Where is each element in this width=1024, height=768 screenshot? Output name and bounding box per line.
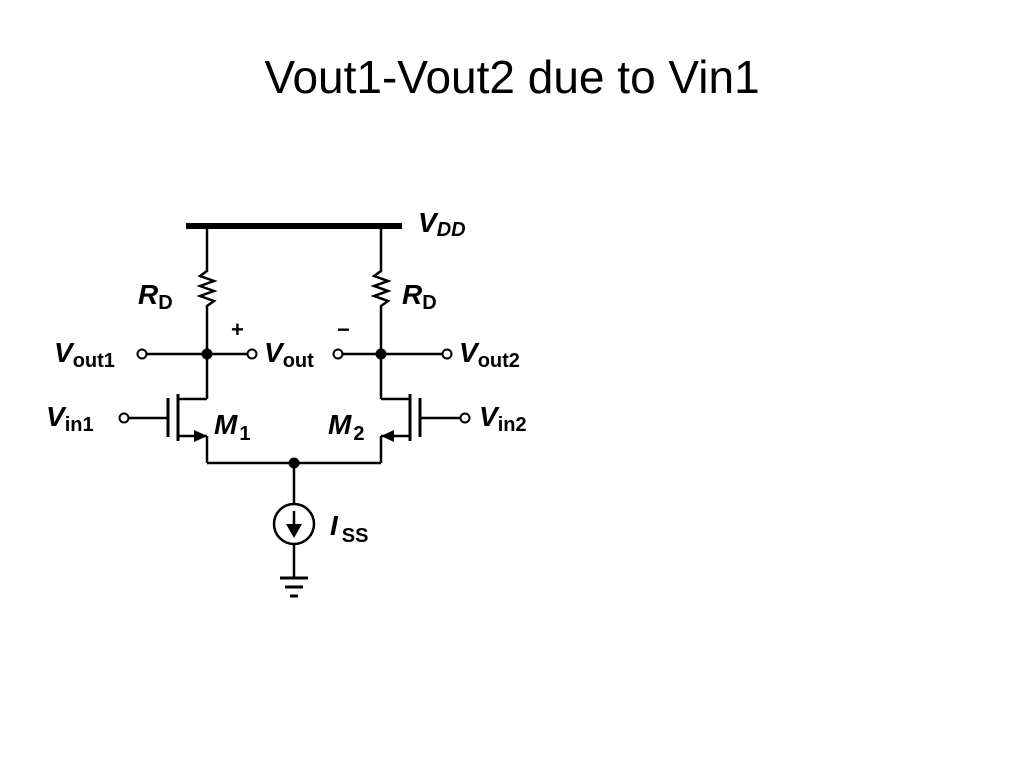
vin2-label: Vin2 (479, 401, 527, 436)
right-rd-resistor (370, 266, 392, 310)
slide-title: Vout1-Vout2 due to Vin1 (264, 51, 760, 103)
plus-sign: + (231, 317, 244, 342)
vdd-label: VDD (418, 207, 466, 241)
vout-label: Vout (264, 337, 314, 372)
left-output-node (201, 348, 213, 360)
rd-left-label: RD (138, 279, 173, 314)
vout2-label: Vout2 (459, 337, 520, 372)
m1-source-arrow (194, 430, 207, 442)
vout1-label: Vout1 (54, 337, 115, 372)
vout2-terminal (441, 348, 453, 360)
m2-source-arrow (381, 430, 394, 442)
minus-sign: − (337, 317, 350, 342)
vout-plus-terminal (246, 348, 258, 360)
left-rd-resistor (196, 266, 218, 310)
right-output-node (375, 348, 387, 360)
iss-arrow-head (286, 524, 302, 538)
rd-right-label: RD (402, 279, 437, 314)
vin1-label: Vin1 (46, 401, 94, 436)
vout-minus-terminal (332, 348, 344, 360)
vout1-terminal (136, 348, 148, 360)
vin2-terminal (459, 412, 471, 424)
vin1-terminal (118, 412, 130, 424)
